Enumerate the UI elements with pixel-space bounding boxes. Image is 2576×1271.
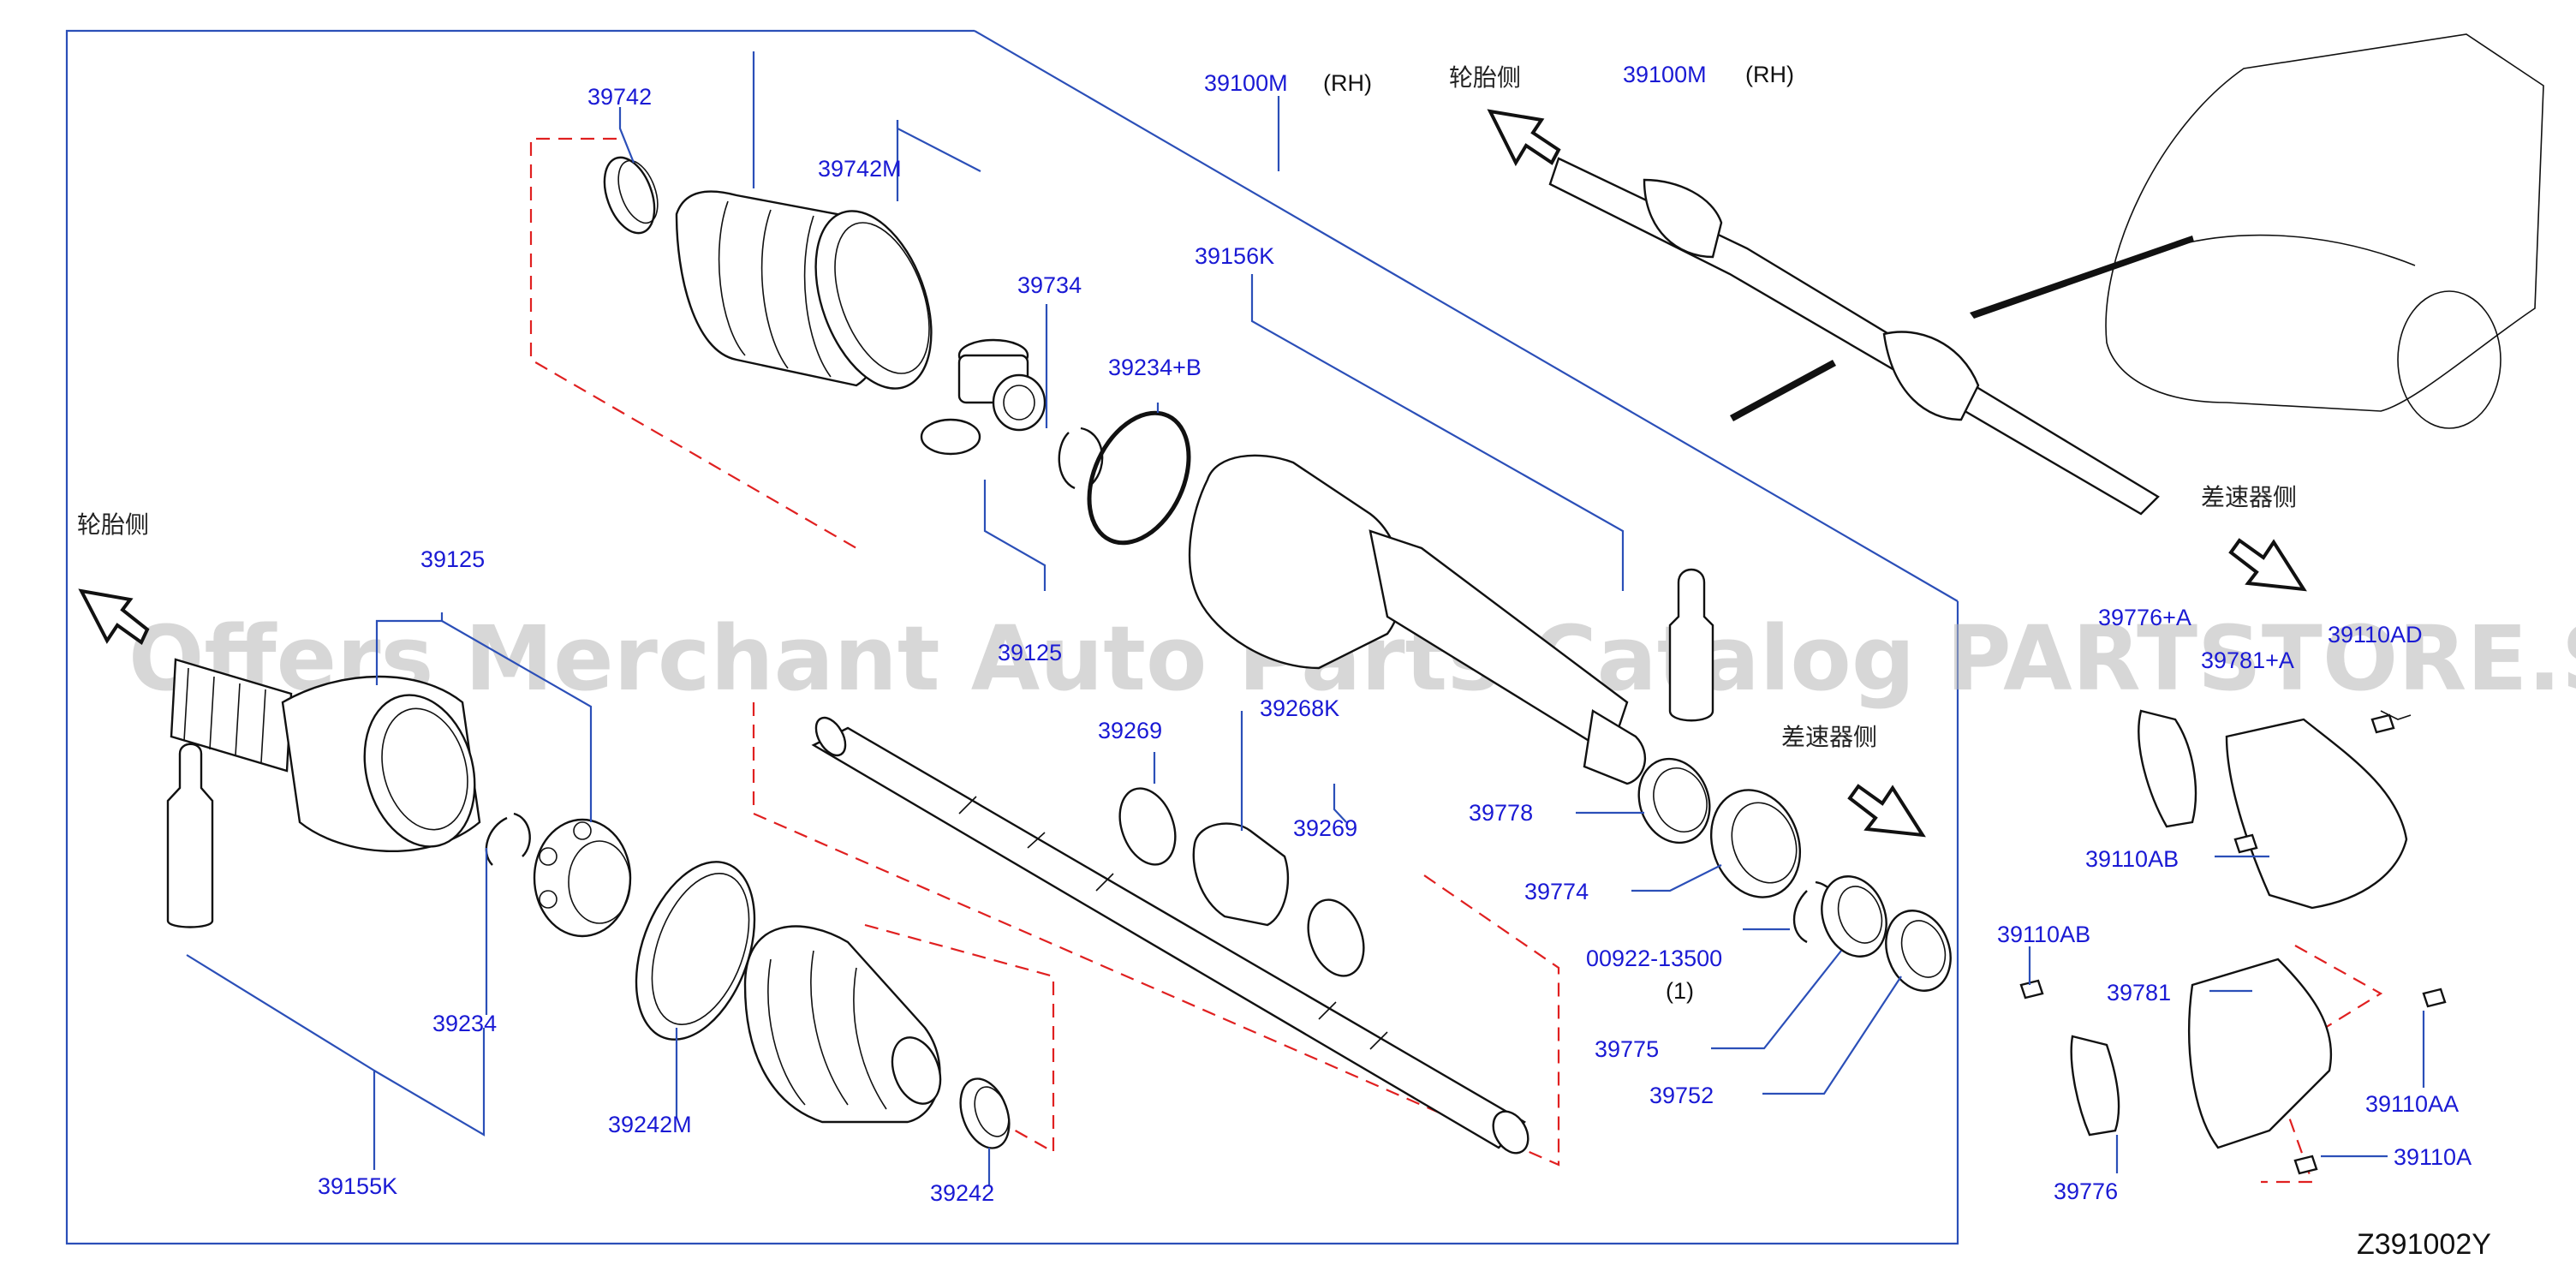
label-39774[interactable]: 39774: [1524, 879, 1589, 904]
overview-arrow-1: [1970, 236, 2194, 319]
label-39110a[interactable]: 39110A: [2394, 1144, 2472, 1170]
label-39100m-side: (RH): [1323, 70, 1372, 96]
leader-39774: [1631, 864, 1722, 892]
band-clamp-39742-drawing: [603, 156, 659, 235]
label-39234[interactable]: 39234: [432, 1011, 497, 1036]
outer-boot-39742m-drawing: [675, 190, 933, 390]
label-00922-qty: (1): [1666, 978, 1694, 1004]
leader-39125-top: [983, 480, 1046, 591]
label-39778[interactable]: 39778: [1469, 800, 1533, 826]
o-ring-39234b-drawing: [1087, 410, 1191, 546]
grease-tube-top-drawing: [1668, 568, 1714, 722]
label-39156k[interactable]: 39156K: [1195, 243, 1274, 269]
label-39742[interactable]: 39742: [587, 84, 652, 110]
label-39742m[interactable]: 39742M: [818, 156, 902, 182]
bearing-39774-drawing: [1709, 789, 1802, 898]
snap-ring-39734-drawing: [1058, 427, 1104, 490]
label-wheel-side-top: 轮胎侧: [1449, 63, 1521, 92]
leader-39156k: [1250, 274, 1625, 591]
leader-39742m-bar: [896, 120, 981, 172]
leader-39742: [618, 107, 635, 164]
label-39752[interactable]: 39752: [1649, 1083, 1714, 1108]
upper-bracket-drawing: [2138, 709, 2412, 910]
band-clamp-39242-drawing: [959, 1077, 1011, 1149]
label-wheel-side-left: 轮胎侧: [77, 510, 149, 539]
main-frame: [65, 29, 1959, 1245]
ball-cage-drawing: [533, 818, 632, 938]
label-39155k[interactable]: 39155K: [318, 1173, 397, 1199]
snap-ring-39234-drawing: [485, 812, 531, 866]
leader-39125-left: [375, 612, 444, 685]
leader-39125-right: [441, 620, 593, 822]
label-diff-side-middle: 差速器侧: [1781, 723, 1877, 751]
label-39100m-overview[interactable]: 39100M: [1623, 62, 1707, 87]
lower-bracket-drawing: [2070, 958, 2333, 1149]
main-frame-diagonal: [974, 30, 1959, 602]
label-39110aa[interactable]: 39110AA: [2365, 1091, 2459, 1117]
spider-assembly-drawing: [920, 338, 1046, 456]
label-39781a[interactable]: 39781+A: [2201, 647, 2294, 673]
leader-39775: [1711, 950, 1842, 1050]
oil-seal-39752-drawing: [1885, 910, 1952, 992]
wheel-side-arrow-left: [78, 588, 150, 646]
dashed-region-upper: [529, 137, 857, 549]
label-39125[interactable]: 39125: [420, 546, 485, 572]
leader-39752: [1762, 976, 1902, 1095]
inner-boot-drawing: [743, 925, 942, 1124]
label-39110ad[interactable]: 39110AD: [2328, 622, 2423, 647]
damper-boot-drawing: [1118, 787, 1365, 977]
label-39110ab[interactable]: 39110AB: [1997, 922, 2090, 947]
diff-side-arrow-middle: [1847, 784, 1926, 838]
label-39781[interactable]: 39781: [2107, 980, 2171, 1005]
label-39734[interactable]: 39734: [1017, 272, 1082, 298]
label-39125-b[interactable]: 39125: [998, 640, 1062, 665]
label-39269b[interactable]: 39269: [1293, 815, 1357, 841]
drive-shaft-drawing: [811, 716, 1530, 1155]
figure-id: Z391002Y: [2357, 1228, 2491, 1261]
label-39110ab-top[interactable]: 39110AB: [2085, 846, 2179, 872]
label-39775[interactable]: 39775: [1595, 1036, 1659, 1062]
leader-bottom-bar: [373, 1028, 486, 1137]
vehicle-outline-drawing: [2105, 33, 2544, 429]
label-39234b[interactable]: 39234+B: [1108, 355, 1202, 380]
leader-39269b: [1333, 784, 1347, 823]
wheel-side-arrow-top: [1487, 109, 1561, 167]
label-39242m[interactable]: 39242M: [608, 1112, 692, 1137]
grease-tube-left-drawing: [166, 743, 214, 928]
dashed-region-shaft: [752, 702, 1560, 1167]
leader-39155k: [186, 954, 376, 1170]
label-39269a[interactable]: 39269: [1098, 718, 1162, 743]
overview-axle-drawing: [1548, 157, 2160, 516]
diff-side-arrow-right: [2228, 538, 2307, 592]
label-39268k[interactable]: 39268K: [1260, 695, 1339, 721]
label-39100m-overview-side: (RH): [1745, 62, 1794, 87]
inner-housing-drawing: [1188, 454, 1646, 785]
label-39100m[interactable]: 39100M: [1204, 70, 1288, 96]
label-39776a[interactable]: 39776+A: [2098, 605, 2191, 630]
label-39242[interactable]: 39242: [930, 1180, 994, 1206]
label-39776[interactable]: 39776: [2054, 1179, 2118, 1204]
overview-arrow-2: [1730, 360, 1836, 421]
label-diff-side-right: 差速器侧: [2201, 483, 2297, 511]
outer-joint-39125-drawing: [170, 658, 481, 852]
bolt-drawings: [2019, 713, 2447, 1175]
washer-39775-drawing: [1821, 875, 1887, 958]
dashed-region-boot: [864, 923, 1055, 1154]
label-00922-13500[interactable]: 00922-13500: [1586, 946, 1722, 971]
